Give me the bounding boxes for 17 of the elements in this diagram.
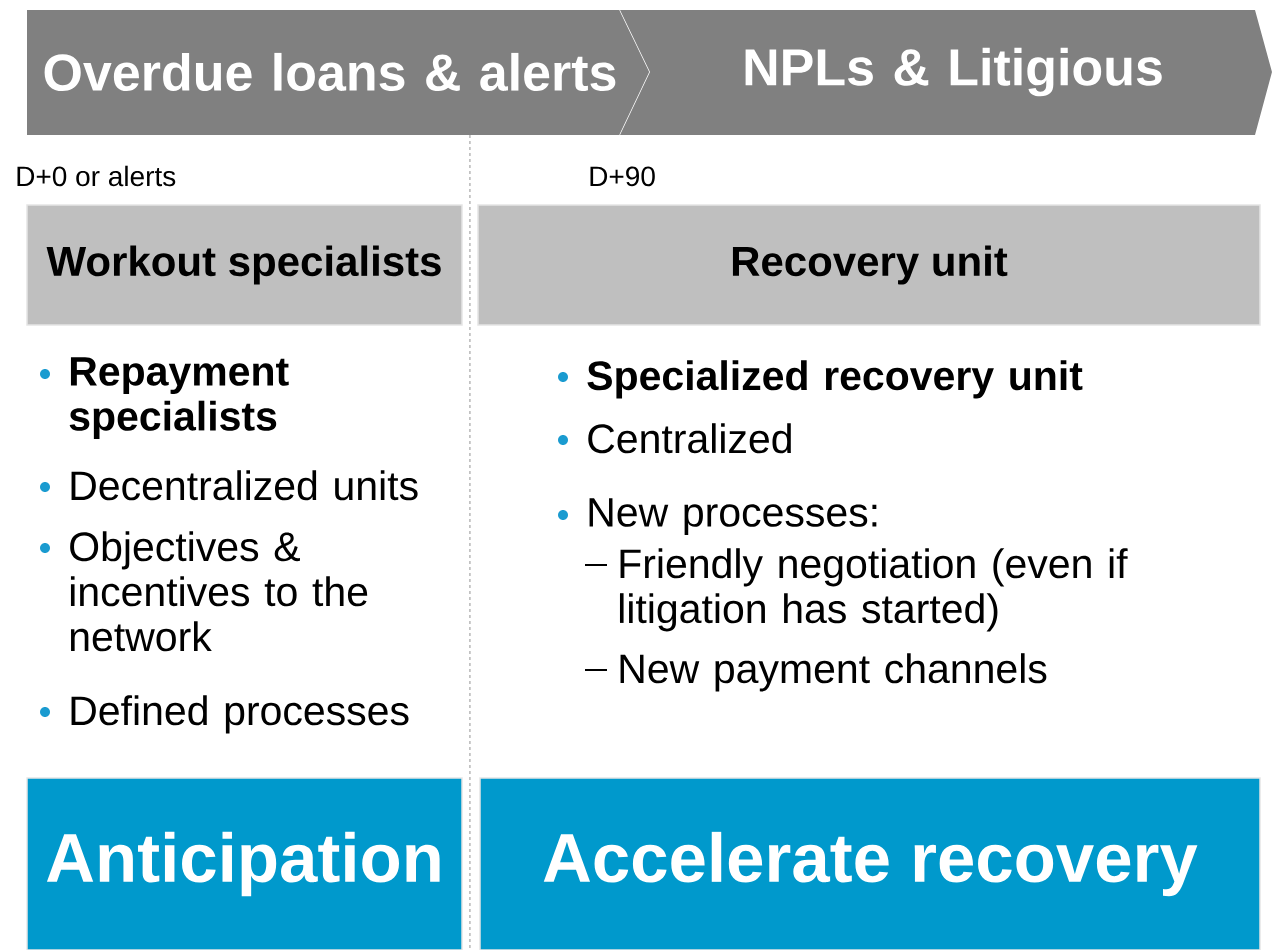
stage-label: D+90 <box>590 166 655 187</box>
stage-chevron: Overdue loans & alerts <box>27 9 651 136</box>
sub-bullet-item: Friendly negotiation (even if litigation has started) <box>619 548 1128 632</box>
node-label: Overdue loans & alerts <box>44 52 616 92</box>
bullet-item: Decentralized units <box>71 470 418 501</box>
bullet-item: New processes: <box>589 498 877 535</box>
node-label: NPLs & Litigious <box>745 47 1162 97</box>
stage-label: D+0 or alerts <box>17 165 176 187</box>
header-box: Recovery unit <box>477 204 1261 326</box>
result-box: Anticipation <box>26 777 463 950</box>
bullet-item: Defined processes <box>71 695 409 734</box>
result-box: Accelerate recovery <box>479 777 1261 950</box>
bullet-item: Centralized <box>588 423 791 454</box>
header-box: Workout specialists <box>26 204 463 326</box>
sub-bullet-item: New payment channels <box>620 653 1047 692</box>
bullet-item: Objectives & incentives to the network <box>70 531 368 652</box>
stage-chevron: NPLs & Litigious <box>620 10 1272 135</box>
